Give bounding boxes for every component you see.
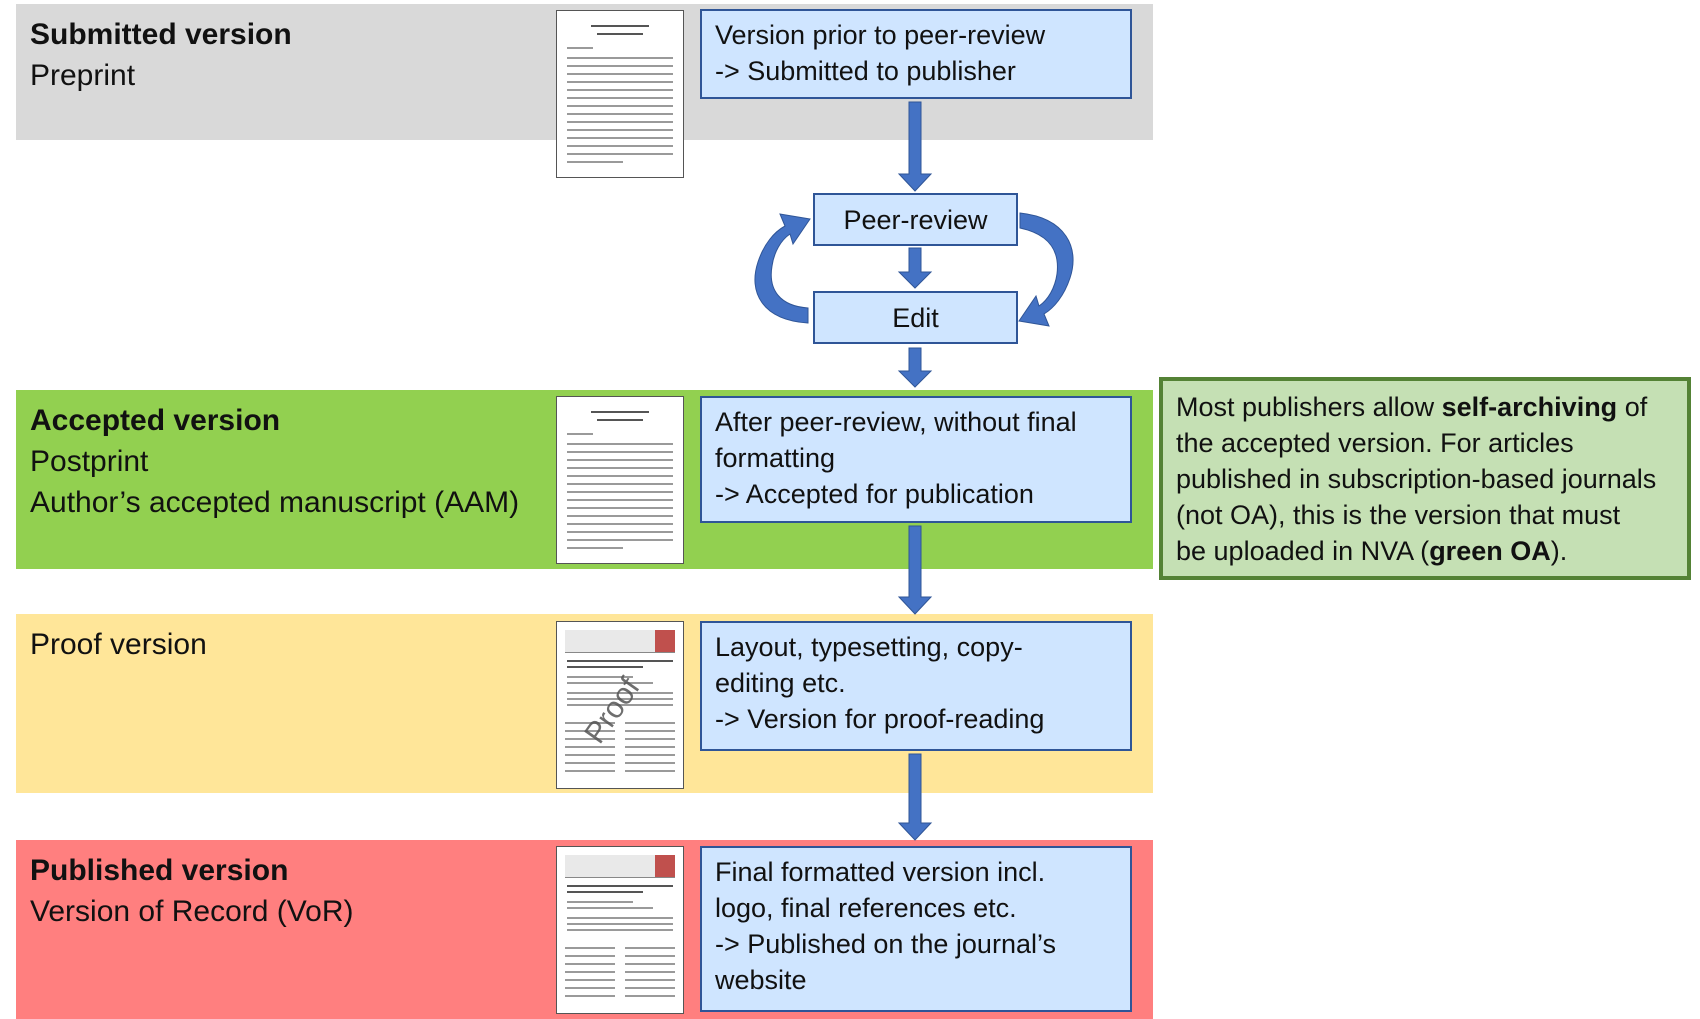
proof-description-line-1: Layout, typesetting, copy-	[715, 632, 1023, 662]
published-description-line-1: Final formatted version incl.	[715, 857, 1046, 887]
proof-description-line-2: editing etc.	[715, 668, 846, 698]
note-line-1: Most publishers allow self-archiving of	[1176, 392, 1648, 422]
note-line-3: published in subscription-based journals	[1176, 464, 1657, 494]
manuscript-thumbnail-submitted	[556, 10, 684, 178]
self-archiving-emphasis: self-archiving	[1441, 392, 1618, 422]
submitted-label: Submitted version Preprint	[30, 14, 292, 96]
article-thumbnail-proof: Proof	[556, 621, 684, 789]
loop-arrow-edit-to-peer-review	[754, 213, 811, 324]
self-archiving-note: Most publishers allow self-archiving of …	[1159, 377, 1691, 580]
accepted-description-line-3: -> Accepted for publication	[715, 479, 1034, 509]
note-line-2: the accepted version. For articles	[1176, 428, 1574, 458]
note-line-5: be uploaded in NVA (green OA).	[1176, 536, 1568, 566]
submitted-subtitle: Preprint	[30, 59, 136, 92]
edit-label: Edit	[892, 302, 939, 333]
loop-arrow-peer-review-to-edit	[1018, 212, 1074, 327]
submitted-description-line-2: -> Submitted to publisher	[715, 56, 1016, 86]
submitted-description-box: Version prior to peer-review -> Submitte…	[700, 9, 1132, 99]
arrow-accepted-to-proof	[897, 525, 933, 615]
accepted-label: Accepted version Postprint Author’s acce…	[30, 400, 519, 523]
accepted-description-box: After peer-review, without final formatt…	[700, 396, 1132, 523]
peer-review-box: Peer-review	[813, 193, 1018, 246]
arrow-submitted-to-peer-review	[897, 101, 933, 192]
arrow-edit-to-accepted	[897, 347, 933, 388]
proof-description-box: Layout, typesetting, copy- editing etc. …	[700, 621, 1132, 751]
green-oa-emphasis: green OA	[1429, 536, 1551, 566]
article-thumbnail-published	[556, 846, 684, 1014]
arrow-proof-to-published	[897, 753, 933, 841]
proof-title: Proof version	[30, 628, 207, 661]
arrow-peer-review-to-edit	[897, 247, 933, 289]
published-subtitle: Version of Record (VoR)	[30, 895, 354, 928]
published-label: Published version Version of Record (VoR…	[30, 850, 353, 932]
submitted-description-line-1: Version prior to peer-review	[715, 20, 1046, 50]
peer-review-label: Peer-review	[843, 204, 988, 235]
note-line-4: (not OA), this is the version that must	[1176, 500, 1621, 530]
proof-label: Proof version	[30, 624, 207, 665]
accepted-subtitle-1: Postprint	[30, 445, 149, 478]
accepted-description-line-1: After peer-review, without final	[715, 407, 1077, 437]
published-description-line-2: logo, final references etc.	[715, 893, 1017, 923]
published-description-line-3: -> Published on the journal’s	[715, 929, 1056, 959]
accepted-description-line-2: formatting	[715, 443, 836, 473]
accepted-title: Accepted version	[30, 404, 281, 437]
proof-description-line-3: -> Version for proof-reading	[715, 704, 1045, 734]
published-description-box: Final formatted version incl. logo, fina…	[700, 846, 1132, 1012]
accepted-subtitle-2: Author’s accepted manuscript (AAM)	[30, 486, 520, 519]
published-title: Published version	[30, 854, 289, 887]
edit-box: Edit	[813, 291, 1018, 344]
manuscript-thumbnail-accepted	[556, 396, 684, 564]
submitted-title: Submitted version	[30, 18, 292, 51]
published-description-line-4: website	[715, 965, 807, 995]
